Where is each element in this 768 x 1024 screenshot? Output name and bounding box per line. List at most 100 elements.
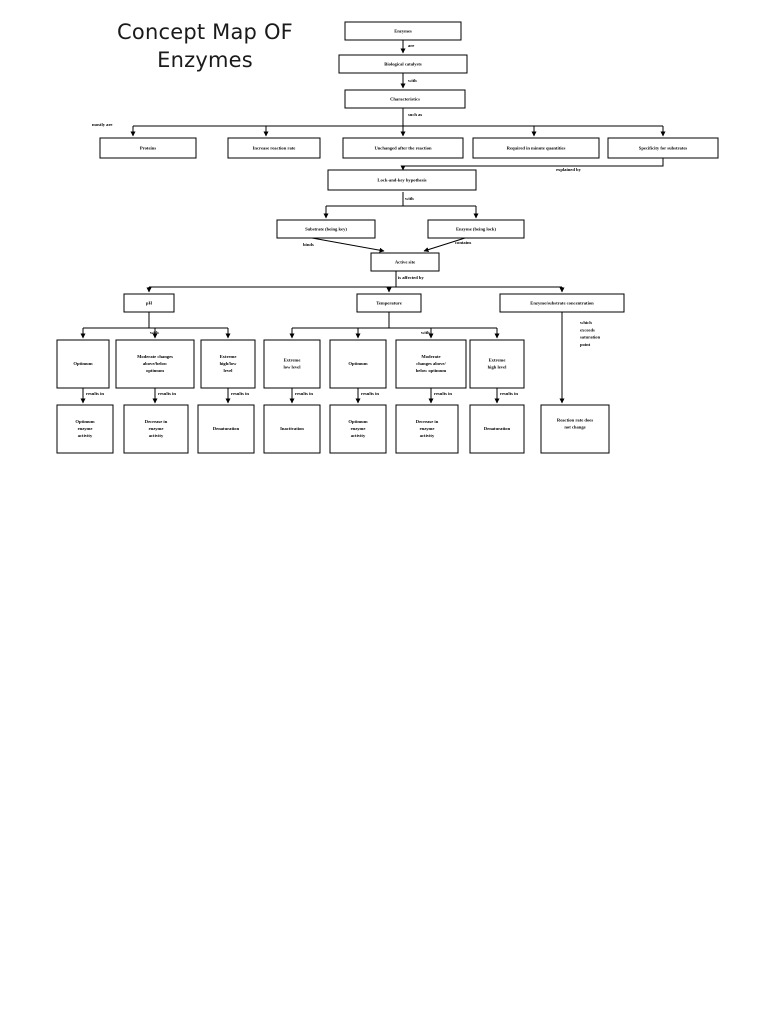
node-lock-and-key[interactable]: Lock-and-key hypothesis [327,169,477,191]
node-lock-and-key-box[interactable] [327,169,477,191]
node-temp-extreme-high-box[interactable] [469,339,525,389]
node-ph-label: pH [146,301,153,306]
node-ph-result-optimum-activity-box[interactable] [56,404,114,454]
node-temperature[interactable]: Temperature [356,293,422,313]
node-ph-result-denaturation-label: Denaturation [213,426,240,431]
node-ph[interactable]: pH [123,293,175,313]
node-temp-result-decrease-activity-box[interactable] [395,404,459,454]
link-label-results-in-6: results in [434,391,452,396]
node-enzymes-box[interactable] [344,21,462,41]
node-required-minute-quantities-box[interactable] [472,137,600,159]
node-ph-optimum-box[interactable] [56,339,110,389]
link-label-temp-with: with [421,330,430,335]
connector-specificity-to-lockandkey [400,158,664,171]
node-required-minute-quantities-label: Required in minute quantities [507,146,566,151]
page-title: Concept Map OF Enzymes [117,20,293,73]
link-label-results-in-1: results in [86,391,104,396]
node-active-site-box[interactable] [370,252,440,272]
node-enzyme-substrate-concentration-label: Enzyme/substrate concentration [530,301,594,306]
link-label-results-in-7: results in [500,391,518,396]
node-unchanged-after-reaction[interactable]: Unchanged after the reaction [342,137,464,159]
node-specificity-for-substrates[interactable]: Specificity for substrates [607,137,719,159]
node-characteristics-label: Characteristics [390,97,420,102]
node-temp-extreme-low-box[interactable] [263,339,321,389]
link-label-is-affected-by: is affected by [398,275,424,280]
node-temp-result-denaturation[interactable]: Denaturation [469,404,525,454]
node-temp-result-optimum-activity-box[interactable] [329,404,387,454]
connector-substrate-to-activesite [311,237,385,253]
link-label-ph-with: with [150,330,159,335]
node-active-site[interactable]: Active site [370,252,440,272]
link-label-results-in-2: results in [158,391,176,396]
node-ph-optimum[interactable]: Optimum [56,339,110,389]
connector-enzymelock-to-activesite [423,237,466,253]
node-specificity-for-substrates-label: Specificity for substrates [639,146,688,151]
node-temp-optimum[interactable]: Optimum [329,339,387,389]
link-label-with-characteristics: with [408,78,417,83]
node-ph-box[interactable] [123,293,175,313]
node-temp-result-inactivation[interactable]: Inactivation [263,404,321,454]
node-ph-result-denaturation[interactable]: Denaturation [197,404,255,454]
node-concentration-result-box[interactable] [540,404,610,454]
node-temp-result-denaturation-box[interactable] [469,404,525,454]
node-enzymes[interactable]: Enzymes [344,21,462,41]
link-label-layer: are with such as mostly are explained by… [86,43,601,396]
node-characteristics[interactable]: Characteristics [344,89,466,109]
node-proteins-label: Proteins [140,146,156,151]
node-proteins[interactable]: Proteins [99,137,197,159]
node-biological-catalysts[interactable]: Biological catalysts [338,54,468,74]
node-temp-moderate-changes-box[interactable] [395,339,467,389]
node-enzyme-substrate-concentration[interactable]: Enzyme/substrate concentration [499,293,625,313]
node-unchanged-after-reaction-label: Unchanged after the reaction [374,146,432,151]
node-substrate-being-key-box[interactable] [276,219,376,239]
node-temperature-box[interactable] [356,293,422,313]
node-biological-catalysts-box[interactable] [338,54,468,74]
node-temp-result-denaturation-label: Denaturation [484,426,511,431]
node-ph-result-decrease-activity-box[interactable] [123,404,189,454]
node-ph-moderate-changes-box[interactable] [115,339,195,389]
link-label-binds: binds [303,242,314,247]
node-unchanged-after-reaction-box[interactable] [342,137,464,159]
node-increase-reaction-rate[interactable]: Increase reaction rate [227,137,321,159]
node-specificity-for-substrates-box[interactable] [607,137,719,159]
node-ph-result-denaturation-box[interactable] [197,404,255,454]
link-label-with-lockandkey: with [405,196,414,201]
link-label-results-in-5: results in [361,391,379,396]
node-required-minute-quantities[interactable]: Required in minute quantities [472,137,600,159]
node-proteins-box[interactable] [99,137,197,159]
node-substrate-being-key[interactable]: Substrate (being key) [276,219,376,239]
node-substrate-being-key-label: Substrate (being key) [305,227,347,232]
link-label-such-as: such as [408,112,422,117]
node-temp-result-inactivation-box[interactable] [263,404,321,454]
node-active-site-label: Active site [395,260,415,265]
node-temp-result-inactivation-label: Inactivation [280,426,304,431]
node-enzyme-substrate-concentration-box[interactable] [499,293,625,313]
node-temp-optimum-box[interactable] [329,339,387,389]
node-ph-extreme-level-box[interactable] [200,339,256,389]
node-enzyme-being-lock-label: Enzyme (being lock) [456,227,497,232]
node-characteristics-box[interactable] [344,89,466,109]
node-layer: Enzymes Biological catalysts Characteris… [56,21,719,454]
node-temp-optimum-label: Optimum [348,361,367,366]
node-enzyme-being-lock[interactable]: Enzyme (being lock) [427,219,525,239]
node-increase-reaction-rate-box[interactable] [227,137,321,159]
node-enzyme-being-lock-box[interactable] [427,219,525,239]
